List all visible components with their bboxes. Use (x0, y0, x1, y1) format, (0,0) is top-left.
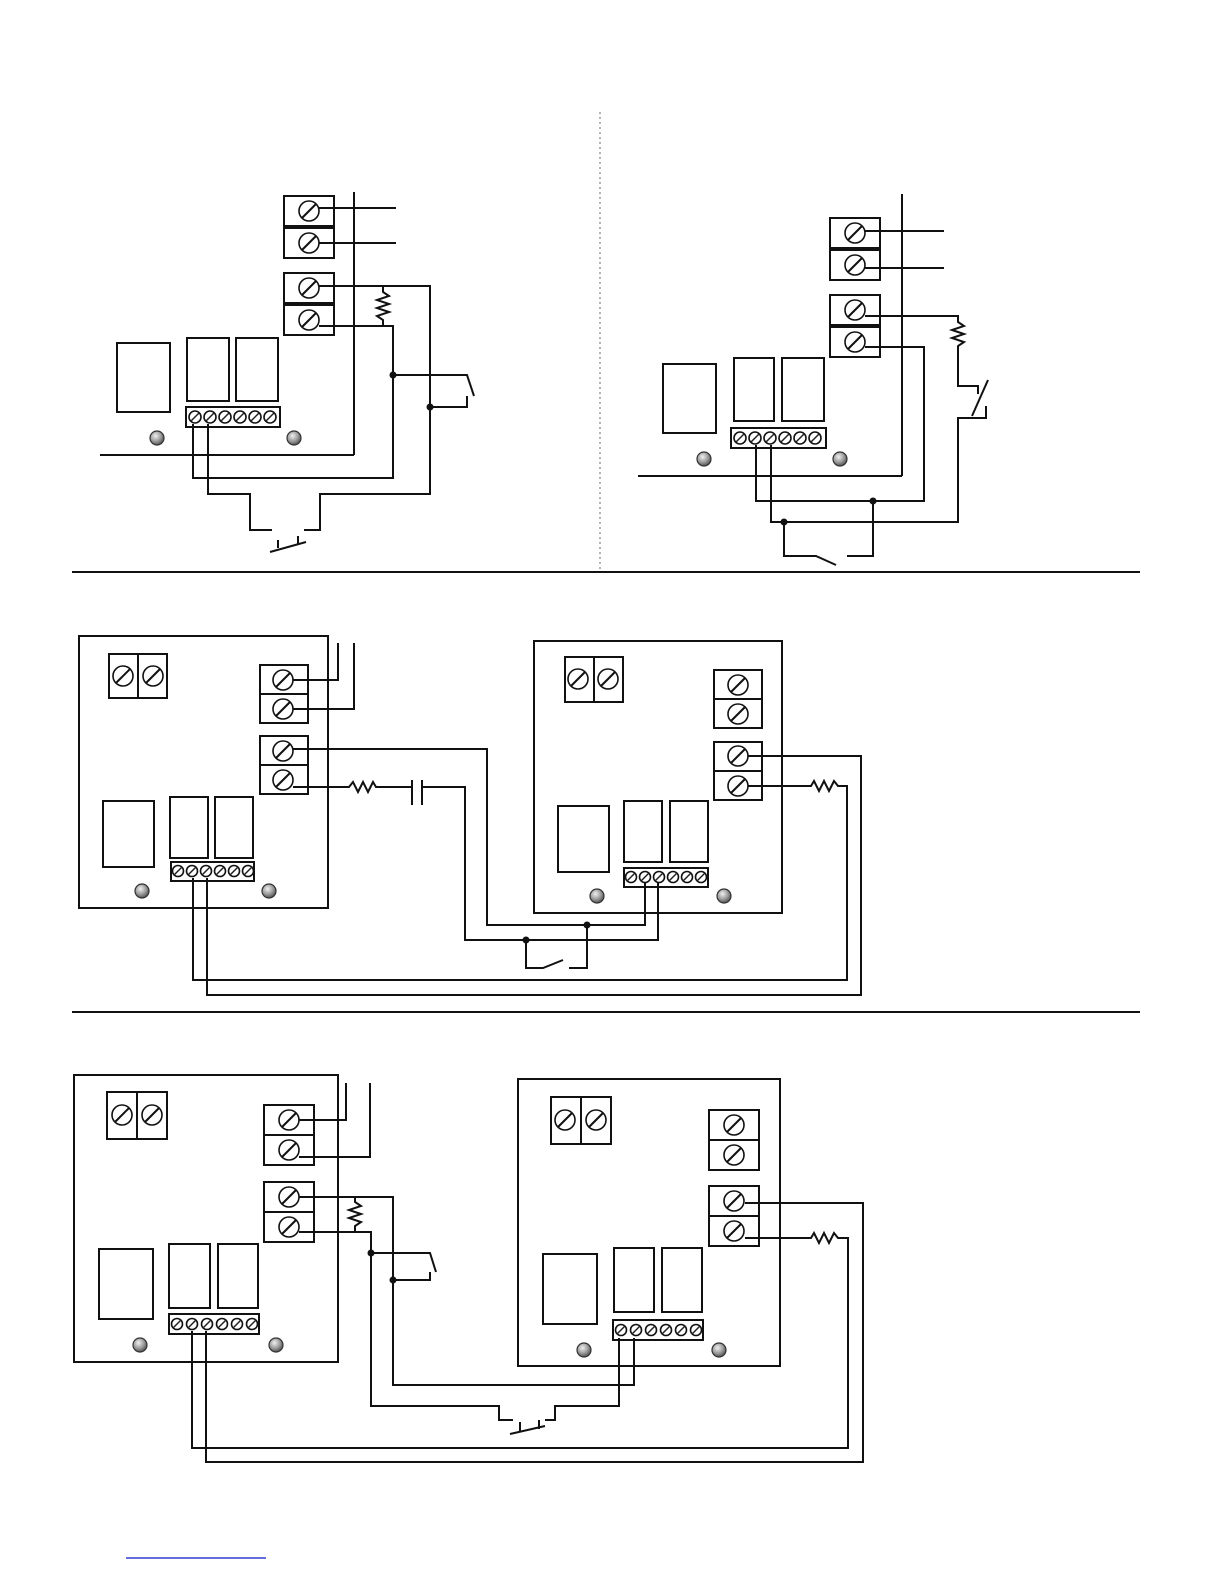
terminal-block-top (107, 1092, 167, 1139)
terminal-block-zone (260, 736, 308, 794)
terminal-block-power (260, 665, 308, 723)
panel-middle (79, 636, 861, 995)
led-indicator (135, 884, 149, 898)
junction-dot (427, 404, 434, 411)
junction-dot (390, 372, 397, 379)
terminal-strip (731, 428, 826, 448)
panel-top-right (638, 194, 988, 565)
terminal-block-top (109, 654, 167, 698)
control-panel-left (74, 1075, 338, 1362)
relay-2 (614, 1248, 654, 1312)
led-indicator (262, 884, 276, 898)
led-indicator (287, 431, 301, 445)
junction-dot (523, 937, 530, 944)
relay-2 (169, 1244, 210, 1308)
relay-2 (734, 358, 774, 421)
terminal-block-power (714, 670, 762, 728)
relay-1 (663, 364, 716, 433)
led-indicator (590, 889, 604, 903)
junction-dot (368, 1250, 375, 1257)
led-indicator (833, 452, 847, 466)
relay-1 (103, 801, 154, 867)
control-panel-left (79, 636, 328, 908)
led-indicator (697, 452, 711, 466)
led-indicator (269, 1338, 283, 1352)
relay-2 (187, 338, 229, 401)
relay-1 (117, 343, 170, 412)
led-indicator (150, 431, 164, 445)
terminal-block-top (565, 657, 623, 702)
terminal-block-power (284, 196, 334, 258)
terminal-block-power (830, 218, 880, 280)
relay-3 (215, 797, 253, 858)
terminal-block-zone (714, 742, 762, 800)
relay-1 (558, 806, 609, 872)
control-panel-right (534, 641, 782, 913)
terminal-strip (186, 407, 280, 427)
relay-3 (662, 1248, 702, 1312)
relay-3 (218, 1244, 258, 1308)
junction-dot (781, 519, 788, 526)
relay-3 (782, 358, 824, 421)
led-indicator (133, 1338, 147, 1352)
relay-3 (236, 338, 278, 401)
panel-bottom (74, 1075, 863, 1462)
junction-dot (870, 498, 877, 505)
relay-3 (670, 801, 708, 862)
terminal-block-top (551, 1097, 611, 1144)
terminal-strip (613, 1320, 703, 1340)
led-indicator (712, 1343, 726, 1357)
terminal-strip (169, 1314, 259, 1334)
terminal-strip (171, 862, 254, 881)
terminal-strip (624, 868, 708, 887)
junction-dot (390, 1277, 397, 1284)
led-indicator (577, 1343, 591, 1357)
relay-1 (543, 1254, 597, 1324)
relay-2 (170, 797, 208, 858)
led-indicator (717, 889, 731, 903)
relay-1 (99, 1249, 153, 1319)
terminal-block-power (709, 1110, 759, 1170)
panel-top-left (100, 192, 474, 552)
relay-2 (624, 801, 662, 862)
control-panel-right (518, 1079, 780, 1366)
junction-dot (584, 922, 591, 929)
